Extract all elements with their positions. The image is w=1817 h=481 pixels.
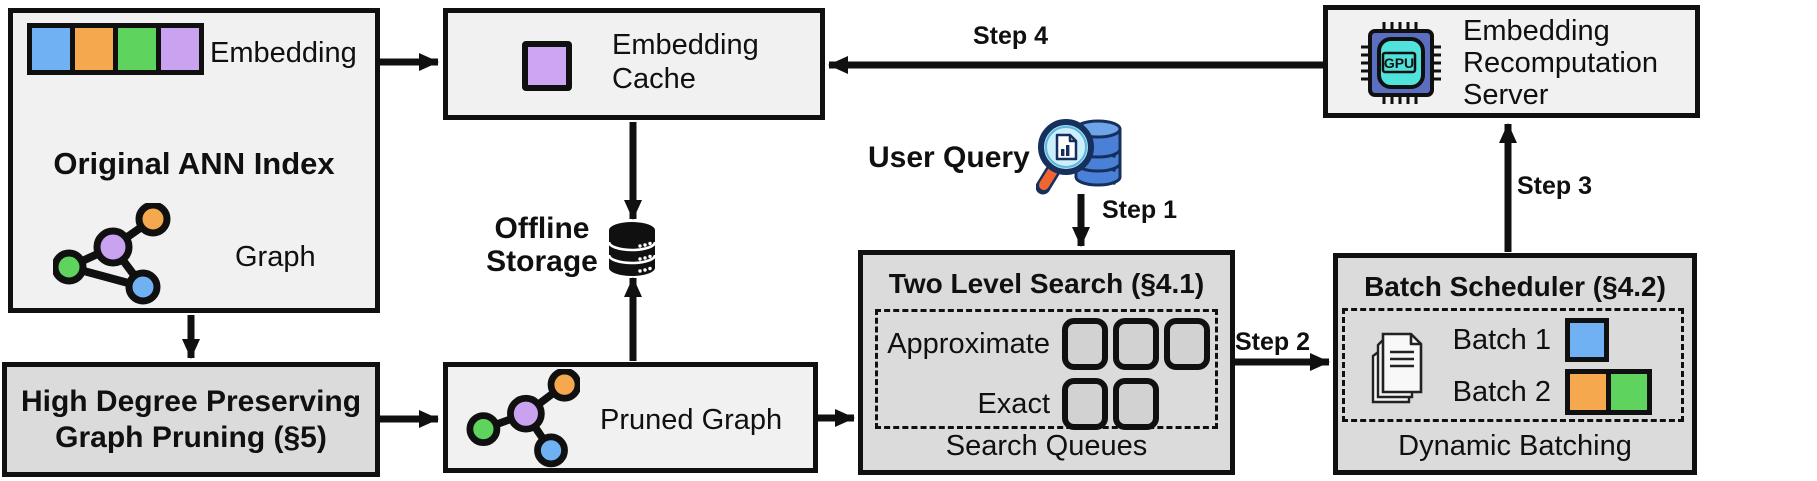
step-1-label: Step 1	[1102, 196, 1178, 224]
batch1-cell-blue	[1565, 318, 1609, 362]
queue-slot	[1062, 318, 1108, 370]
batch1-row: Batch 1	[1433, 318, 1652, 362]
approximate-label: Approximate	[887, 327, 1050, 360]
batch2-cells	[1565, 369, 1652, 415]
batch2-label: Batch 2	[1452, 375, 1551, 408]
exact-label: Exact	[977, 387, 1050, 420]
original-ann-index-box: Embedding Original ANN Index Graph	[8, 8, 380, 313]
embedding-cell-blue	[32, 28, 70, 70]
two-level-search-box: Two Level Search (§4.1) Approximate Exac…	[858, 250, 1235, 475]
batch1-label: Batch 1	[1452, 323, 1551, 356]
offline-storage-label: Offline Storage	[486, 212, 598, 278]
batch2-row: Batch 2	[1433, 369, 1652, 415]
embedding-vector-icon	[27, 23, 204, 75]
batch-scheduler-box: Batch Scheduler (§4.2) Batch 1	[1333, 253, 1697, 475]
user-query-icon	[1036, 119, 1122, 195]
batch2-cell-orange	[1570, 374, 1606, 410]
embedding-label: Embedding	[210, 37, 357, 69]
batching-content: Batch 1 Batch 2	[1345, 311, 1681, 415]
queue-slot	[1113, 318, 1159, 370]
exact-queue-row: Exact	[878, 378, 1215, 430]
documents-icon	[1371, 332, 1423, 404]
embedding-cache-label: Embedding Cache	[612, 29, 759, 95]
search-queues-dashed-box: Approximate Exact	[875, 309, 1218, 430]
cached-embedding-icon	[522, 41, 572, 91]
recomputation-server-box: GPU Embedding Recomputation Server	[1323, 5, 1700, 118]
embedding-cell-orange	[75, 28, 113, 70]
pruned-graph-label: Pruned Graph	[600, 404, 783, 436]
search-queues-label: Search Queues	[945, 430, 1148, 462]
svg-text:GPU: GPU	[1384, 55, 1414, 71]
two-level-search-title: Two Level Search (§4.1)	[888, 268, 1205, 299]
approximate-slots	[1062, 318, 1210, 370]
batch2-cell-green	[1611, 374, 1647, 410]
recomputation-server-label: Embedding Recomputation Server	[1463, 15, 1659, 111]
batch-scheduler-title: Batch Scheduler (§4.2)	[1364, 271, 1666, 302]
gpu-icon: GPU	[1361, 22, 1441, 104]
queue-slot	[1062, 378, 1108, 430]
original-graph-icon	[53, 203, 171, 305]
step-4-label: Step 4	[973, 22, 1049, 50]
queue-slot	[1164, 318, 1210, 370]
queue-slot	[1113, 378, 1159, 430]
embedding-cell-green	[118, 28, 156, 70]
dynamic-batching-label: Dynamic Batching	[1398, 430, 1632, 462]
dynamic-batching-dashed-box: Batch 1 Batch 2	[1342, 308, 1684, 422]
offline-storage-icon	[607, 222, 657, 276]
graph-pruning-box: High Degree Preserving Graph Pruning (§5…	[2, 362, 380, 477]
original-index-title: Original ANN Index	[53, 146, 335, 181]
graph-pruning-title: High Degree Preserving Graph Pruning (§5…	[20, 384, 362, 454]
embedding-cache-box: Embedding Cache	[443, 8, 825, 120]
pruned-graph-box: Pruned Graph	[443, 362, 818, 473]
embedding-cell-purple	[161, 28, 199, 70]
user-query-label: User Query	[868, 141, 1030, 174]
step-3-label: Step 3	[1517, 172, 1593, 200]
approximate-queue-row: Approximate	[878, 318, 1215, 370]
pruned-graph-icon	[466, 369, 580, 468]
step-2-label: Step 2	[1235, 328, 1311, 356]
exact-slots	[1062, 378, 1159, 430]
graph-label: Graph	[235, 241, 316, 273]
